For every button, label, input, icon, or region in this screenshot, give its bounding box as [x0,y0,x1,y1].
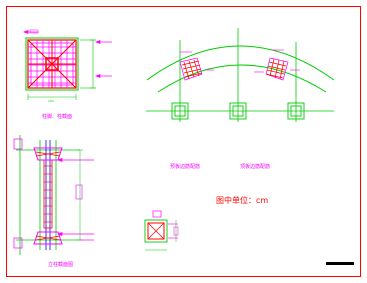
arc-plan [146,28,335,122]
drawing-frame [6,6,361,277]
scale-bar [326,262,354,265]
column-elevation-detail [13,135,94,255]
small-section-detail [144,210,179,251]
caption-arc-left: 预板边筋配筋 [170,163,200,170]
caption-arc-right: 顶板边筋配筋 [240,163,270,170]
rebar-detail-right [265,57,289,81]
caption-column-base: 柱脚、柱截面 [42,113,72,120]
caption-column-elevation: 立柱截面图 [48,261,73,268]
svg-text:100: 100 [48,99,54,103]
rebar-detail-left [179,57,203,81]
unit-note: 图中单位：cm [216,195,268,205]
column-base-detail: 100 [23,29,112,103]
